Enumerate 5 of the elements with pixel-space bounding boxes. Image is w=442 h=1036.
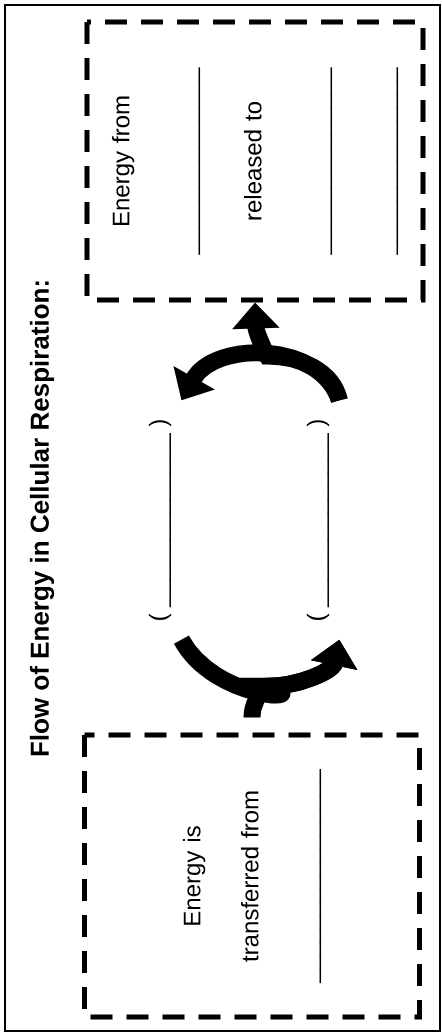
dashed-box: Energy is transferred from ________________ [82, 732, 422, 1020]
dashed-box: Energy from ______________ released to ______________ ______________ [84, 19, 426, 303]
title: Flow of Energy in Cellular Respiration: [29, 281, 55, 756]
fill-in-blank: ( _____________ ) [148, 420, 172, 620]
fill-in-blank: ( _____________ ) [306, 420, 330, 620]
